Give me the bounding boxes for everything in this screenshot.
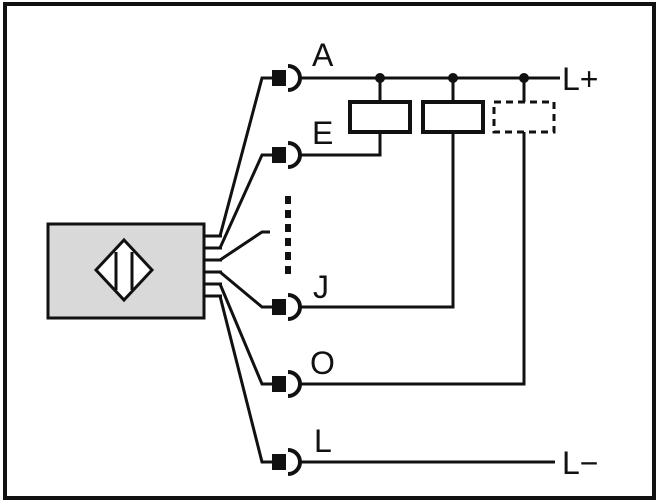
load-2 xyxy=(300,78,485,309)
cable-wires xyxy=(218,76,272,464)
ellipsis-dots xyxy=(285,196,291,274)
terminal-label-e: E xyxy=(312,115,333,151)
terminal-label-j: J xyxy=(313,269,329,305)
terminal-label-o: O xyxy=(310,345,335,381)
load-optional xyxy=(300,78,556,386)
inductive-sensor-symbol-icon xyxy=(93,237,155,303)
sensor-body xyxy=(46,222,222,320)
load-1 xyxy=(300,78,412,157)
supply-positive-label: L+ xyxy=(562,61,598,97)
terminal-label-l: L xyxy=(314,423,332,459)
sensor-wire-stubs xyxy=(204,234,222,298)
supply-negative-label: L− xyxy=(562,445,598,481)
terminal-label-a: A xyxy=(312,37,334,73)
